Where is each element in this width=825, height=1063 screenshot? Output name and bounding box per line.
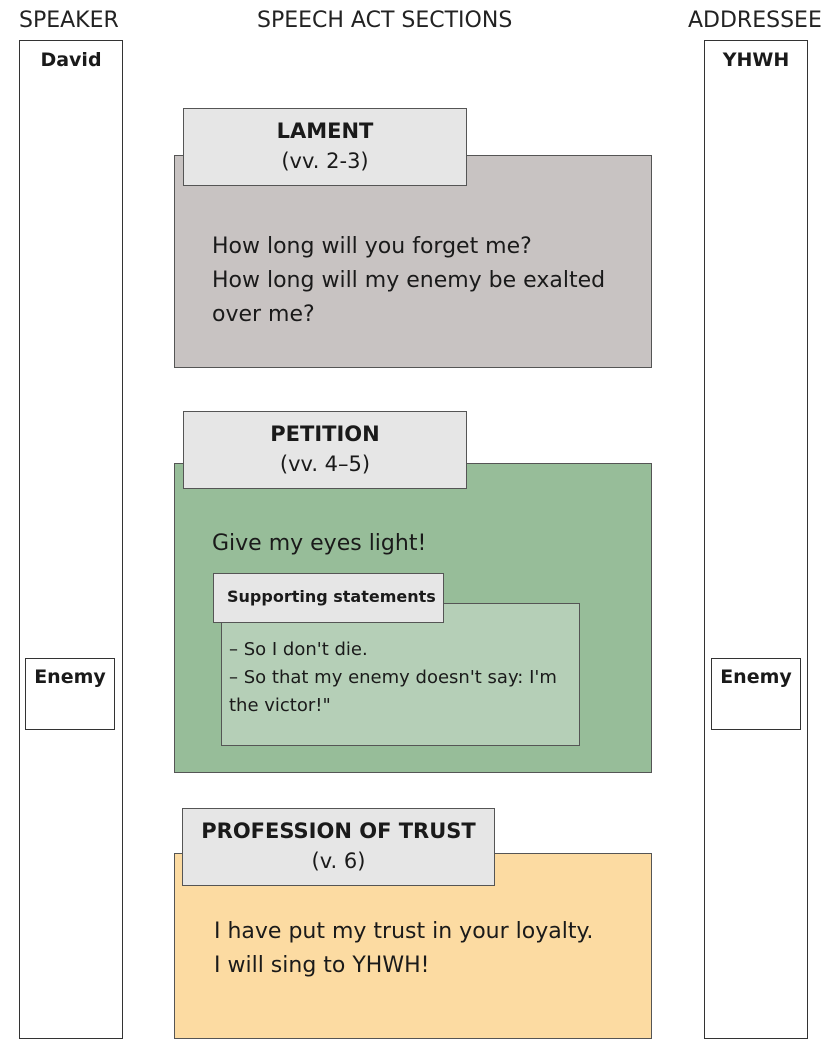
speaker-enemy-box: Enemy [25, 658, 115, 730]
lament-panel [174, 155, 652, 368]
trust-title: PROFESSION OF TRUST [201, 819, 476, 843]
lament-tab: LAMENT (vv. 2-3) [183, 108, 467, 186]
petition-title: PETITION [270, 422, 380, 446]
supporting-statements-tab: Supporting statements [213, 573, 444, 623]
addressee-header: ADDRESSEE [688, 8, 822, 33]
lament-title: LAMENT [276, 119, 374, 143]
supporting-line: the victor!" [229, 695, 331, 716]
lament-line: How long will my enemy be exalted [212, 268, 606, 293]
sections-header: SPEECH ACT SECTIONS [257, 8, 513, 33]
supporting-line: – So I don't die. [229, 639, 368, 660]
petition-tab: PETITION (vv. 4–5) [183, 411, 467, 489]
supporting-statements-panel: – So I don't die. – So that my enemy doe… [221, 603, 580, 746]
addressee-enemy-box: Enemy [711, 658, 801, 730]
petition-verses: (vv. 4–5) [279, 452, 371, 476]
speaker-header: SPEAKER [19, 8, 119, 33]
lament-line: How long will you forget me? [212, 234, 532, 259]
trust-verses: (v. 6) [311, 849, 366, 873]
speaker-column: David [19, 40, 123, 1039]
petition-line: Give my eyes light! [212, 531, 427, 556]
trust-tab: PROFESSION OF TRUST (v. 6) [182, 808, 495, 886]
trust-text: I have put my trust in your loyalty. I w… [214, 915, 593, 983]
trust-line: I have put my trust in your loyalty. [214, 919, 594, 944]
trust-line: I will sing to YHWH! [214, 953, 430, 978]
supporting-line: – So that my enemy doesn't say: I'm [229, 667, 557, 688]
lament-text: How long will you forget me? How long wi… [212, 230, 605, 332]
addressee-column: YHWH [704, 40, 808, 1039]
speaker-name: David [40, 49, 102, 71]
lament-line: over me? [212, 302, 315, 327]
petition-text: Give my eyes light! [212, 527, 426, 561]
addressee-name: YHWH [722, 49, 790, 71]
lament-verses: (vv. 2-3) [281, 149, 369, 173]
